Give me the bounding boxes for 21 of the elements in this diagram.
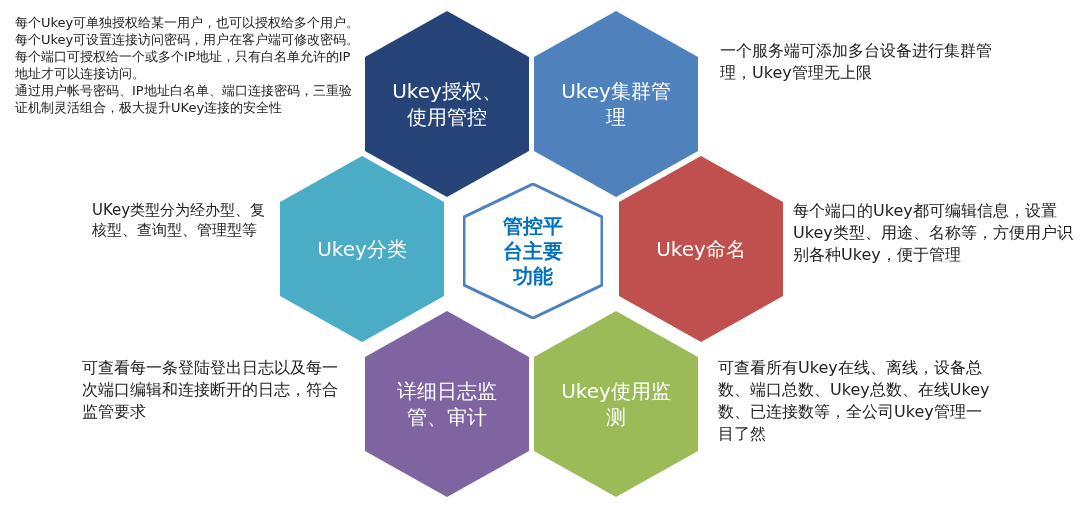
hexagon <box>364 310 530 498</box>
hexagon-label: 详细日志监管、审计 <box>396 378 498 430</box>
hexagon-label: Ukey使用监测 <box>560 378 672 430</box>
hexagon-label: Ukey命名 <box>655 236 747 262</box>
description-text: 可查看每一条登陆登出日志以及每一次端口编辑和连接断开的日志，符合监管要求 <box>82 357 339 423</box>
description-text: 可查看所有Ukey在线、离线，设备总数、端口总数、Ukey总数、在线Ukey数、已连接数等，全公司Ukey管理一目了然 <box>718 357 991 445</box>
hexagon-label: Ukey授权、使用管控 <box>391 78 503 130</box>
description-text: 每个端口的Ukey都可编辑信息，设置Ukey类型、用途、名称等，方便用户识别各种Ukey，便于管理 <box>793 200 1074 266</box>
description-text: 通过用户帐号密码、IP地址白名单、端口连接密码，三重验证机制灵活组合，极大提升UKey连接的安全性 <box>15 82 353 116</box>
hexagon <box>364 10 530 198</box>
description-text: 每个Ukey可单独授权给某一用户，也可以授权给多个用户。每个Ukey可设置连接访问密码，用户在客户端可修改密码。每个端口可授权给一个或多个IP地址，只有白名单允许的IP地址才可以连接访问。 <box>15 14 360 82</box>
hexagon <box>618 155 784 343</box>
hexagon <box>533 310 699 498</box>
hexagon <box>463 183 603 319</box>
hexagon-label: 管控平台主要功能 <box>502 213 564 289</box>
hexagon <box>533 10 699 198</box>
description-text: 一个服务端可添加多台设备进行集群管理，Ukey管理无上限 <box>720 40 993 84</box>
hexagon-label: Ukey集群管理 <box>560 78 672 130</box>
description-text: UKey类型分为经办型、复核型、查询型、管理型等 <box>92 200 267 240</box>
hexagon-label: Ukey分类 <box>316 236 408 262</box>
hexagon <box>279 155 445 343</box>
